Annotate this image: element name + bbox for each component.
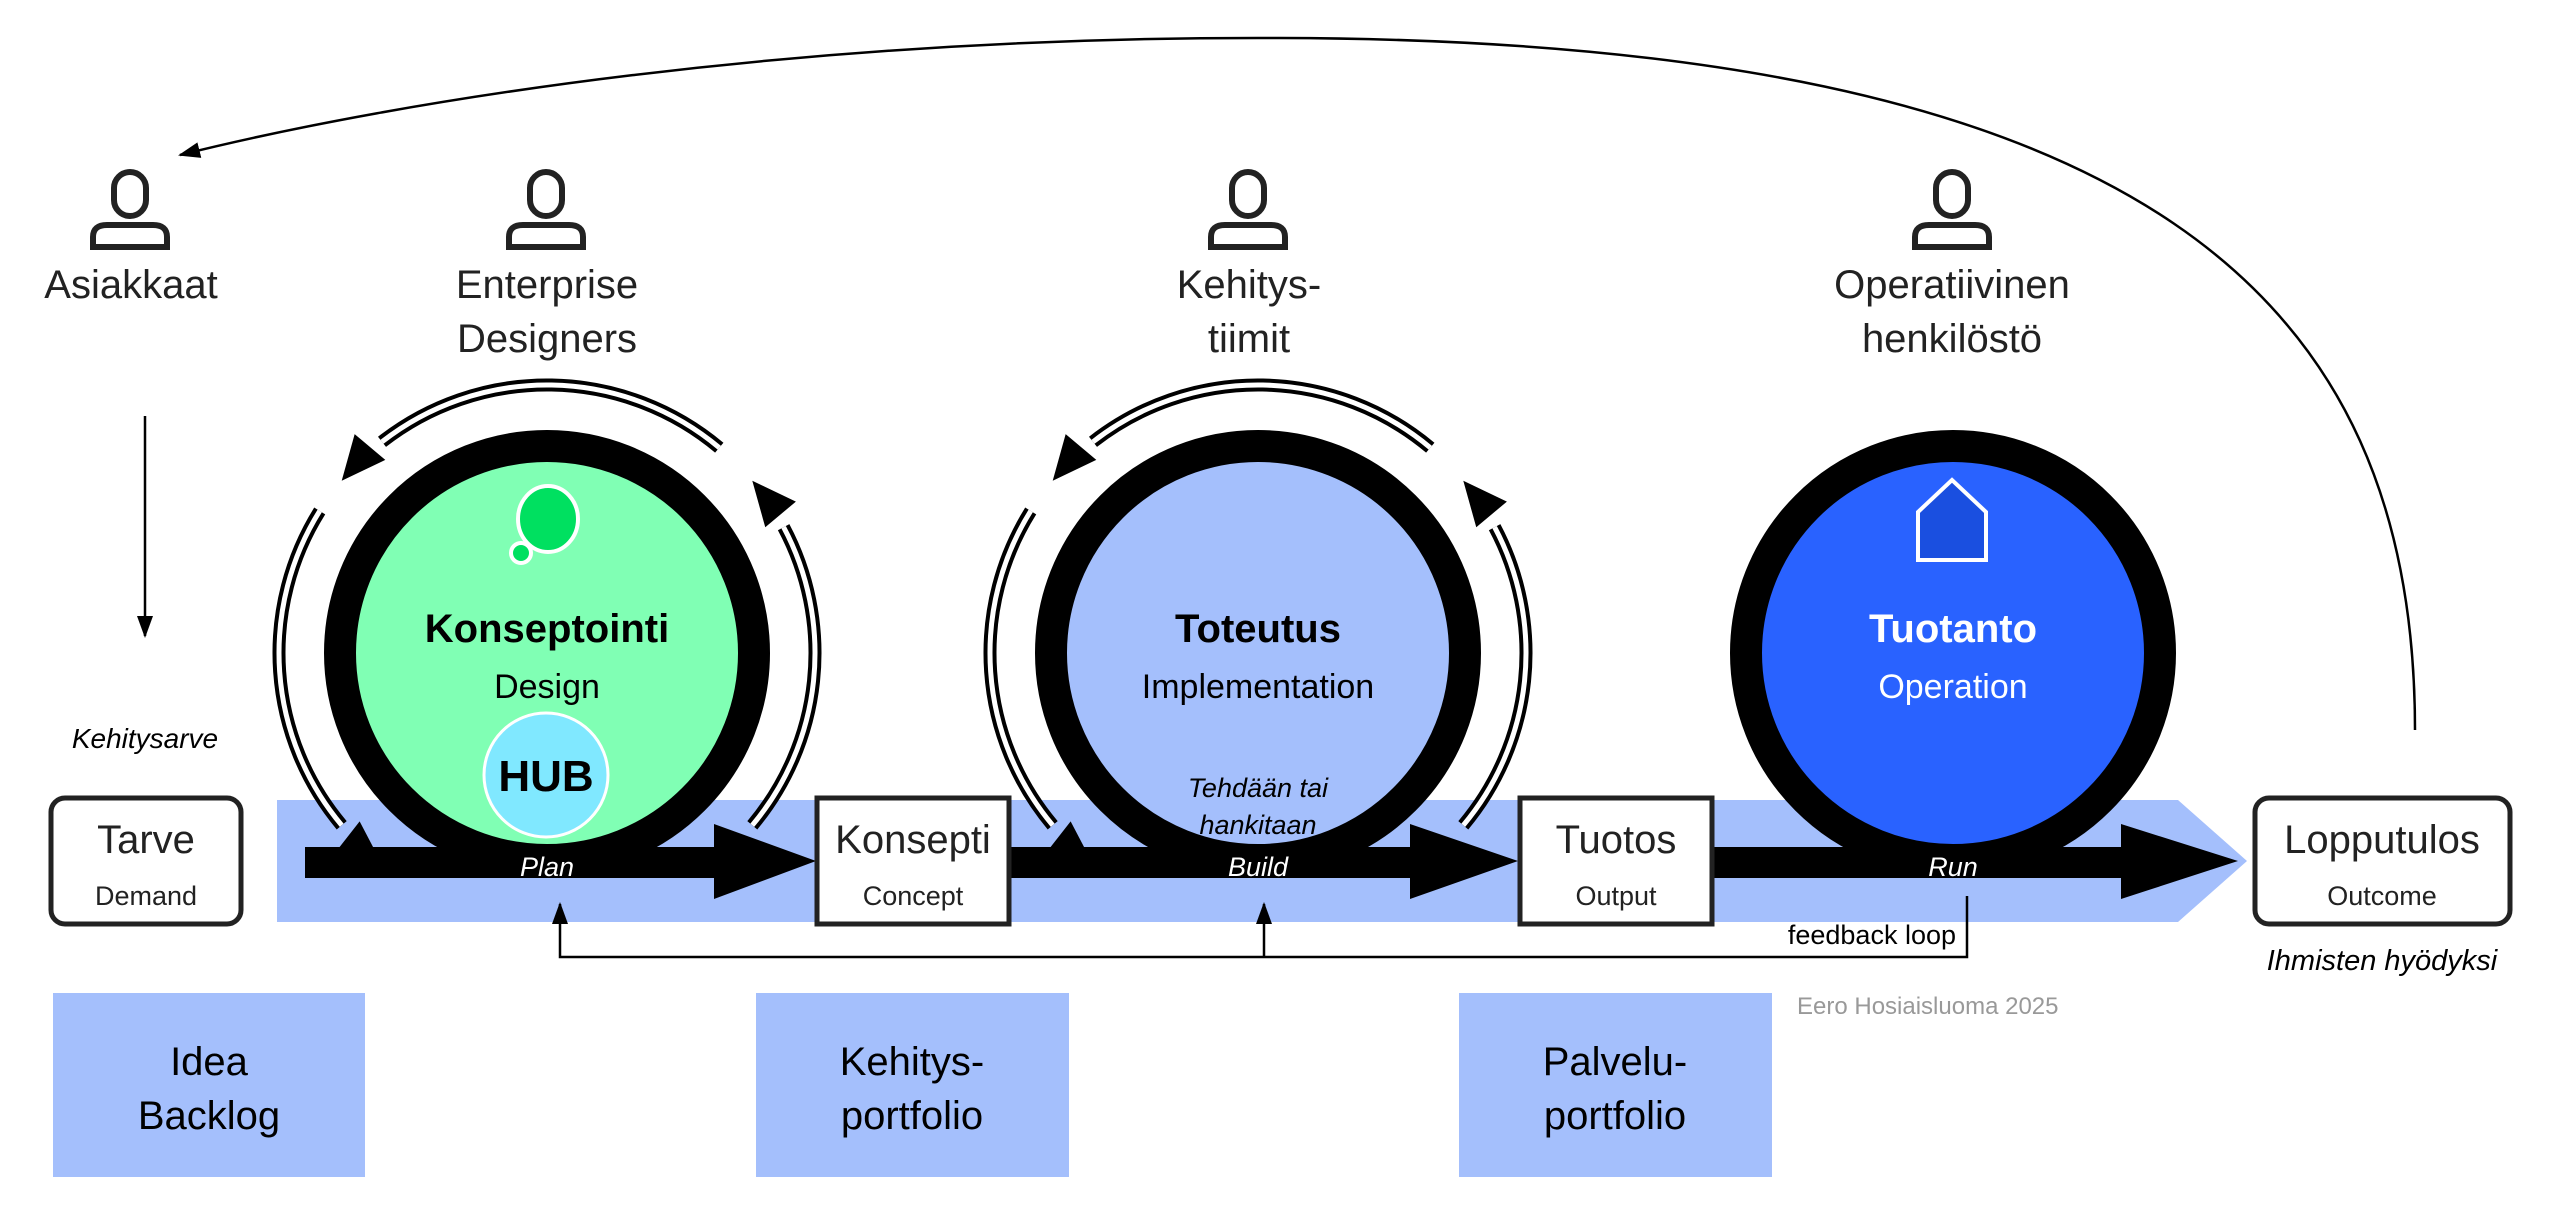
implementation-note: hankitaan — [1199, 810, 1316, 840]
loop-arrowhead — [752, 480, 796, 528]
portfolio-label: portfolio — [1544, 1094, 1686, 1138]
portfolio-label: Palvelu- — [1543, 1040, 1688, 1084]
need-label: Kehitysarve — [72, 723, 218, 754]
build-label: Build — [1228, 852, 1289, 882]
loop-arc — [1091, 382, 1432, 450]
implementation-subtitle: Implementation — [1142, 668, 1374, 706]
portfolio-service[interactable]: Palvelu- portfolio — [1459, 993, 1772, 1177]
stage-subtitle: Output — [1575, 881, 1657, 911]
actor-designers: Designers — [457, 317, 637, 361]
portfolio-idea-backlog[interactable]: Idea Backlog — [53, 993, 365, 1177]
portfolio-label: Backlog — [138, 1094, 280, 1138]
stage-demand[interactable]: Tarve Demand — [48, 795, 244, 927]
stage-concept[interactable]: Konsepti Concept — [814, 795, 1012, 927]
house-icon — [1916, 477, 1988, 562]
outcome-note: Ihmisten hyödyksi — [2267, 945, 2499, 977]
person-icon — [1208, 169, 1288, 250]
stage-title: Lopputulos — [2284, 818, 2480, 862]
stage-output[interactable]: Tuotos Output — [1517, 795, 1715, 927]
portfolio-label: Kehitys- — [840, 1040, 985, 1084]
portfolio-label: Idea — [170, 1040, 249, 1084]
credit: Eero Hosiaisluoma 2025 — [1797, 993, 2058, 1020]
loop-arc — [380, 382, 721, 450]
feedback-loop-label: feedback loop — [1788, 920, 1956, 950]
actor-dev-teams: tiimit — [1208, 317, 1290, 361]
loop-arc — [987, 509, 1055, 827]
loop-arc — [750, 526, 818, 827]
plan-label: Plan — [520, 852, 574, 882]
portfolio-label: portfolio — [841, 1094, 983, 1138]
loop-arrowhead — [1052, 434, 1097, 481]
loop-arrowhead — [1463, 480, 1507, 528]
design-subtitle: Design — [494, 668, 600, 706]
stage-subtitle: Concept — [863, 881, 964, 911]
actor-operations: henkilöstö — [1862, 317, 2042, 361]
actor-dev-teams: Kehitys- — [1177, 263, 1322, 307]
actor-customers: Asiakkaat — [44, 263, 217, 307]
loop-arc — [1461, 526, 1529, 827]
stage-title: Tarve — [97, 818, 195, 862]
actor-designers: Enterprise — [456, 263, 638, 307]
loop-arrowhead — [341, 434, 386, 481]
person-icon — [1912, 169, 1992, 250]
person-icon — [506, 169, 586, 250]
outcome-to-customers-arrow — [178, 36, 2417, 731]
thought-bubble-icon — [509, 484, 580, 565]
stage-title: Konsepti — [835, 818, 991, 862]
hub-label: HUB — [498, 752, 593, 801]
stage-subtitle: Demand — [95, 881, 197, 911]
stage-outcome[interactable]: Lopputulos Outcome — [2252, 795, 2513, 927]
run-label: Run — [1928, 852, 1978, 882]
iteration-loop-arrows — [272, 378, 1533, 865]
hub-circle[interactable] — [482, 711, 610, 839]
stage-subtitle: Outcome — [2327, 881, 2437, 911]
person-icon — [90, 169, 170, 250]
stage-title: Tuotos — [1556, 818, 1677, 862]
operation-title: Tuotanto — [1869, 607, 2037, 651]
implementation-title: Toteutus — [1175, 607, 1341, 651]
implementation-note: Tehdään tai — [1188, 773, 1329, 803]
actor-operations: Operatiivinen — [1834, 263, 2070, 307]
flow-arrow — [305, 824, 2238, 899]
portfolio-development[interactable]: Kehitys- portfolio — [756, 993, 1069, 1177]
operation-subtitle: Operation — [1878, 668, 2027, 706]
loop-arc — [276, 509, 344, 827]
design-title: Konseptointi — [425, 607, 669, 651]
